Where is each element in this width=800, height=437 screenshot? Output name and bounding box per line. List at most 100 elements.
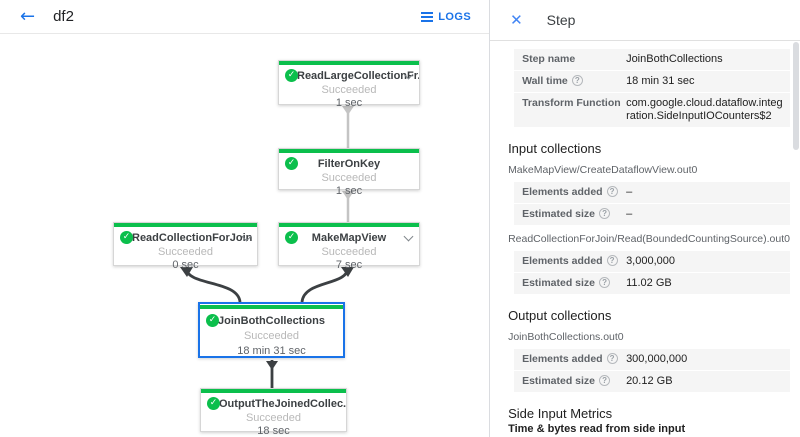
node-title: JoinBothCollections <box>218 315 325 327</box>
success-check-icon: ✓ <box>285 69 298 82</box>
field-value: – <box>626 186 633 198</box>
graph-node-read-large-collection[interactable]: ✓ ReadLargeCollectionFr... Succeeded 1 s… <box>278 60 420 109</box>
field-value: 3,000,000 <box>626 255 675 267</box>
output-collection-0: JoinBothCollections.out0 Elements added?… <box>508 331 790 392</box>
help-icon[interactable]: ? <box>571 75 583 86</box>
logs-list-icon <box>421 11 434 22</box>
edge-arrow <box>342 191 354 200</box>
edge-readjoin-to-join <box>184 267 242 303</box>
success-check-icon: ✓ <box>285 157 298 170</box>
field-value: com.google.cloud.dataflow.integration.Si… <box>626 97 783 122</box>
close-icon[interactable]: ✕ <box>506 9 527 31</box>
logs-button[interactable]: LOGS <box>415 7 477 27</box>
graph-edges <box>180 106 354 388</box>
success-check-icon: ✓ <box>206 314 219 327</box>
node-title: MakeMapView <box>311 232 387 244</box>
node-status-bar <box>114 223 257 227</box>
help-icon[interactable]: ? <box>606 353 618 364</box>
node-title: FilterOnKey <box>317 158 381 170</box>
job-graph-panel: ← df2 LOGS <box>0 0 491 437</box>
field-label: Wall time <box>522 75 568 87</box>
success-check-icon: ✓ <box>285 231 298 244</box>
input-collection-1: ReadCollectionForJoin/Read(BoundedCounti… <box>508 233 790 294</box>
field-value: 18 min 31 sec <box>626 75 695 87</box>
pipeline-graph: ✓ ReadLargeCollectionFr... Succeeded 1 s… <box>0 34 490 437</box>
help-icon[interactable]: ? <box>606 186 618 197</box>
step-panel-header: ✕ Step <box>490 0 800 41</box>
edge-arrow <box>266 361 278 370</box>
help-icon[interactable]: ? <box>599 277 611 288</box>
panel-scrollbar[interactable] <box>793 42 799 437</box>
node-status-bar <box>279 149 419 153</box>
graph-node-output-the-joined-collection[interactable]: ✓ OutputTheJoinedCollec... Succeeded 18 … <box>200 388 347 437</box>
success-check-icon: ✓ <box>120 231 133 244</box>
field-value: JoinBothCollections <box>626 53 723 65</box>
success-check-icon: ✓ <box>207 397 220 410</box>
node-time: 1 sec <box>335 97 363 109</box>
field-label: Estimated size <box>522 208 596 220</box>
job-header: ← df2 LOGS <box>0 0 490 34</box>
collection-name: JoinBothCollections.out0 <box>508 331 624 343</box>
field-value: 11.02 GB <box>626 277 672 289</box>
node-time: 1 sec <box>335 185 363 197</box>
field-value: – <box>626 208 633 220</box>
step-summary-table: Step name JoinBothCollections Wall time?… <box>514 49 790 127</box>
graph-node-make-map-view[interactable]: ✓ MakeMapView Succeeded 7 sec <box>278 222 420 271</box>
input-collections-heading: Input collections <box>508 141 602 156</box>
node-time: 7 sec <box>335 259 363 271</box>
node-status-bar <box>279 223 419 227</box>
side-input-metrics-subtitle: Time & bytes read from side input <box>508 423 686 435</box>
graph-node-filter-on-key[interactable]: ✓ FilterOnKey Succeeded 1 sec <box>278 148 420 197</box>
node-title: OutputTheJoinedCollec... <box>219 398 346 410</box>
elements-added-row: Elements added? – <box>514 182 790 203</box>
node-status-bar <box>200 305 343 309</box>
node-status: Succeeded <box>321 246 377 258</box>
graph-node-read-collection-for-join[interactable]: ✓ ReadCollectionForJoin Succeeded 0 sec <box>113 222 258 271</box>
output-collections-heading: Output collections <box>508 308 612 323</box>
node-status: Succeeded <box>321 84 377 96</box>
node-time: 0 sec <box>172 259 199 271</box>
node-status: Succeeded <box>321 172 377 184</box>
node-status: Succeeded <box>245 412 302 424</box>
edge-arrow <box>341 267 354 277</box>
field-label: Elements added <box>522 255 603 267</box>
back-arrow-icon[interactable]: ← <box>14 7 41 26</box>
node-status-bar <box>201 389 346 393</box>
node-status-bar <box>279 61 419 65</box>
node-time: 18 sec <box>257 425 290 437</box>
field-label: Estimated size <box>522 375 596 387</box>
job-title: df2 <box>53 8 74 25</box>
field-label: Elements added <box>522 353 603 365</box>
help-icon[interactable]: ? <box>606 255 618 266</box>
collection-name: MakeMapView/CreateDataflowView.out0 <box>508 164 698 176</box>
field-value: 20.12 GB <box>626 375 673 387</box>
edge-arrow <box>342 106 354 115</box>
step-panel-title: Step <box>546 12 576 28</box>
estimated-size-row: Estimated size? – <box>514 204 790 225</box>
scrollbar-thumb[interactable] <box>793 42 799 150</box>
node-title: ReadCollectionForJoin <box>132 232 253 244</box>
field-label: Elements added <box>522 186 603 198</box>
node-time: 18 min 31 sec <box>237 345 306 357</box>
edge-arrow <box>180 267 193 277</box>
step-panel-content: Step name JoinBothCollections Wall time?… <box>490 41 800 437</box>
step-details-panel: ✕ Step Step name JoinBothCollections Wal… <box>490 0 800 437</box>
node-title: ReadLargeCollectionFr... <box>297 70 419 82</box>
graph-node-join-both-collections-selected[interactable]: ✓ JoinBothCollections Succeeded 18 min 3… <box>198 302 345 358</box>
elements-added-row: Elements added? 3,000,000 <box>514 251 790 272</box>
node-status: Succeeded <box>157 246 214 258</box>
help-icon[interactable]: ? <box>599 375 611 386</box>
field-value: 300,000,000 <box>626 353 688 365</box>
field-label: Estimated size <box>522 277 596 289</box>
input-collection-0: MakeMapView/CreateDataflowView.out0 Elem… <box>508 164 790 225</box>
estimated-size-row: Estimated size? 11.02 GB <box>514 273 790 294</box>
field-label: Transform Function <box>522 97 621 109</box>
collection-name: ReadCollectionForJoin/Read(BoundedCounti… <box>508 233 790 245</box>
node-status: Succeeded <box>243 330 300 342</box>
help-icon[interactable]: ? <box>599 208 611 219</box>
estimated-size-row: Estimated size? 20.12 GB <box>514 371 790 392</box>
summary-row-transform-function: Transform Function com.google.cloud.data… <box>514 93 790 127</box>
summary-row-step-name: Step name JoinBothCollections <box>514 49 790 70</box>
elements-added-row: Elements added? 300,000,000 <box>514 349 790 370</box>
